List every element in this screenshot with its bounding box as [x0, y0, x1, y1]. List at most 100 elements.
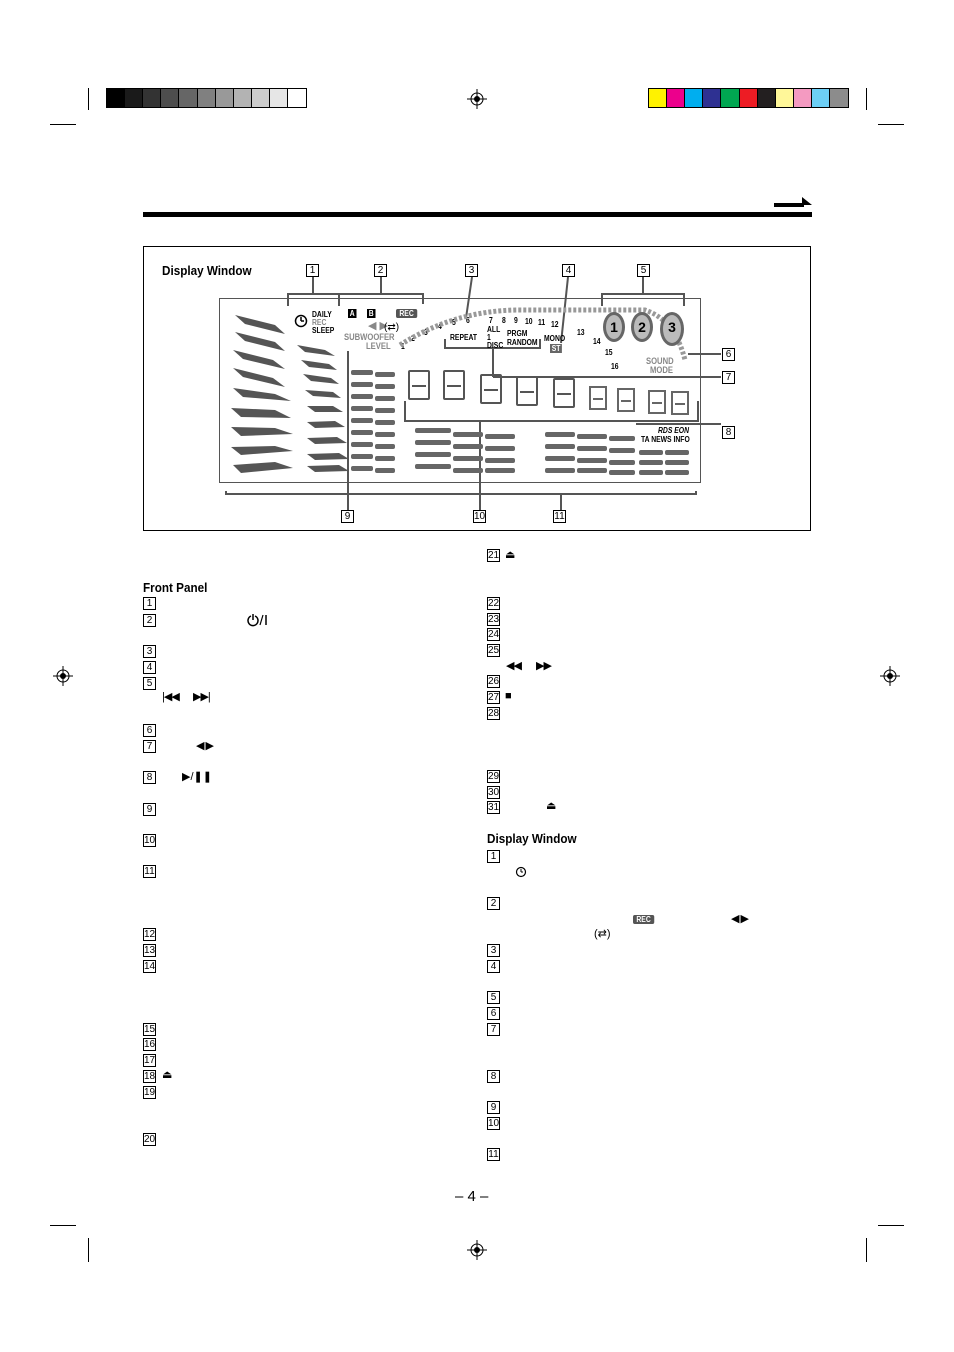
segment-digit: [443, 370, 465, 400]
color-swatch: [196, 88, 217, 108]
subwoofer-label: SUBWOOFER: [344, 332, 395, 342]
level-number: 2: [411, 334, 415, 343]
color-swatch: [684, 88, 705, 108]
list-number: 28: [487, 707, 500, 720]
track-number: 16: [611, 362, 619, 371]
page-number: – 4 –: [455, 1188, 489, 1205]
color-swatch: [287, 88, 307, 108]
track-number: 11: [538, 318, 546, 327]
sleep-indicator: SLEEP: [312, 326, 335, 335]
callout-4: 4: [562, 264, 575, 277]
list-number: 24: [487, 628, 500, 641]
color-swatch: [160, 88, 181, 108]
eject-icon: ⏏: [546, 800, 557, 812]
list-number: 12: [143, 928, 156, 941]
all-indicator: ALL: [487, 325, 501, 334]
header-rule: [143, 212, 812, 217]
callout-8: 8: [722, 426, 735, 439]
callout-10: 10: [473, 510, 486, 523]
play-pause-icon: ▶/❚❚: [182, 771, 212, 783]
ta-news-info-indicator: TA NEWS INFO: [641, 435, 690, 444]
rec-badge: REC: [396, 309, 418, 318]
crop-mark: [878, 1225, 904, 1226]
callout-7: 7: [722, 371, 735, 384]
list-number: 3: [487, 944, 500, 957]
continue-arrow-icon: [774, 197, 812, 207]
crop-mark: [878, 124, 904, 125]
list-number: 20: [143, 1133, 156, 1146]
color-swatch: [142, 88, 163, 108]
level-number: 3: [424, 328, 428, 337]
spectrum-analyzer: [231, 315, 689, 475]
prgm-indicator: PRGM: [507, 329, 528, 338]
level-number: 6: [466, 316, 470, 325]
disc-1-indicator: 1: [603, 312, 625, 342]
timer-clock-icon: [294, 314, 308, 328]
registration-mark-icon: [880, 666, 900, 686]
rec-badge: REC: [633, 915, 655, 924]
subwoofer-level-label: LEVEL: [366, 341, 391, 351]
segment-digit: [648, 390, 666, 414]
color-swatch: [178, 88, 199, 108]
list-number: 2: [487, 897, 500, 910]
list-number: 27: [487, 691, 500, 704]
list-number: 8: [487, 1070, 500, 1083]
deck-a-indicator: A: [348, 309, 357, 318]
lcd-panel: [219, 298, 701, 483]
track-number: 9: [514, 316, 518, 325]
list-number: 5: [487, 991, 500, 1004]
list-number: 14: [143, 960, 156, 973]
crop-mark: [866, 1238, 867, 1262]
list-number: 3: [143, 645, 156, 658]
list-number: 11: [487, 1148, 500, 1161]
callout-3: 3: [465, 264, 478, 277]
color-swatch: [774, 88, 795, 108]
callout-leader-lines: [225, 276, 721, 510]
callout-1: 1: [306, 264, 319, 277]
track-number: 10: [525, 317, 533, 326]
figure-title: Display Window: [162, 263, 252, 278]
callout-9: 9: [341, 510, 354, 523]
list-number: 6: [487, 1007, 500, 1020]
repeat-indicator: REPEAT: [450, 333, 478, 342]
list-number: 9: [487, 1101, 500, 1114]
list-number: 13: [143, 944, 156, 957]
eject-icon: ⏏: [162, 1069, 173, 1081]
crop-mark: [88, 88, 89, 110]
crop-mark: [88, 1238, 89, 1262]
standby-on-icon: [247, 614, 267, 627]
reverse-mode-icon: (⇄): [384, 322, 400, 333]
segment-digit: [408, 370, 430, 400]
skip-back-icon: |◀◀: [162, 691, 180, 703]
list-number: 21: [487, 549, 500, 562]
one-indicator: 1: [487, 333, 491, 342]
list-number: 23: [487, 613, 500, 626]
track-number: 12: [551, 320, 559, 329]
sound-label: SOUND: [646, 356, 674, 366]
list-number: 8: [143, 771, 156, 784]
segment-digit: [516, 376, 538, 406]
crop-mark: [866, 88, 867, 110]
skip-forward-icon: ▶▶|: [193, 691, 211, 703]
eject-icon: ⏏: [505, 549, 516, 561]
disc-2-indicator: 2: [631, 312, 653, 342]
list-number: 6: [143, 724, 156, 737]
callout-5: 5: [637, 264, 650, 277]
list-number: 30: [487, 786, 500, 799]
deck-b-indicator: B: [367, 309, 376, 318]
color-swatch: [738, 88, 759, 108]
segment-digit: [589, 386, 607, 410]
color-swatch: [106, 88, 126, 108]
callout-2: 2: [374, 264, 387, 277]
disc-indicator: DISC: [487, 341, 504, 350]
rds-eon-indicator: RDS EON: [658, 426, 689, 435]
color-swatch: [702, 88, 723, 108]
track-number: 15: [605, 348, 613, 357]
callout-6: 6: [722, 348, 735, 361]
color-swatch: [756, 88, 777, 108]
list-number: 11: [143, 865, 156, 878]
segment-digit: [671, 391, 689, 415]
track-number: 13: [577, 328, 585, 337]
rec-indicator: REC: [312, 318, 327, 327]
crop-mark: [50, 124, 76, 125]
